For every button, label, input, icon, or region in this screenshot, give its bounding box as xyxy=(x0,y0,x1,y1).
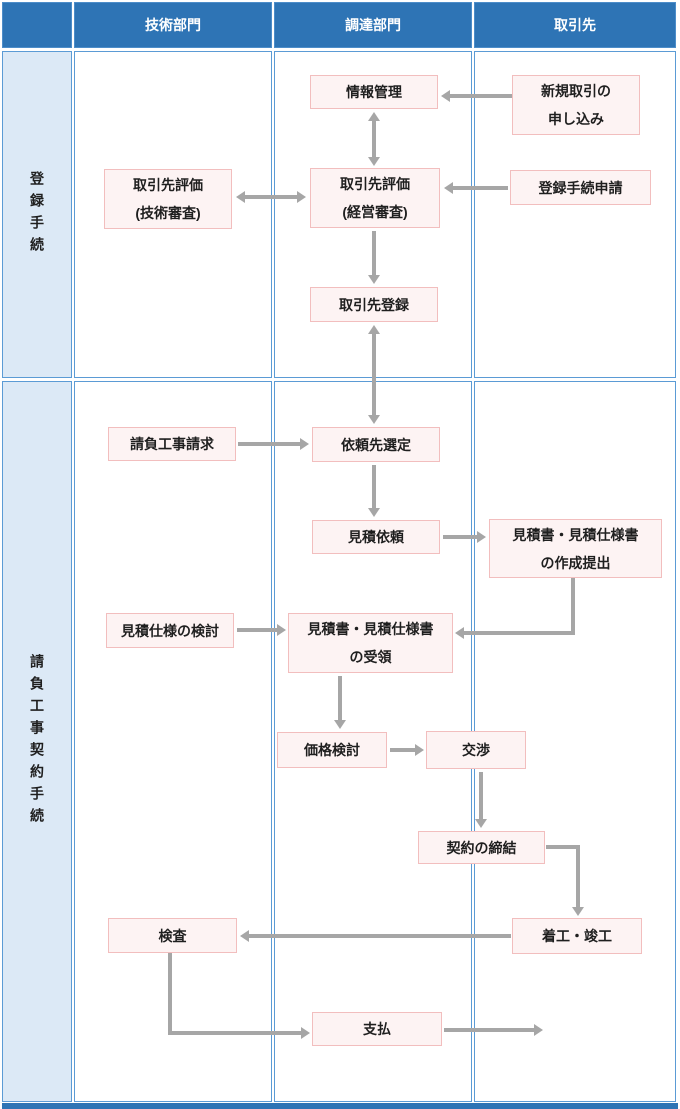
node-inspection: 検査 xyxy=(108,918,237,953)
arrow-work-request-to-selection-head xyxy=(300,438,309,450)
arrow-info-eval-double-head-down xyxy=(368,157,380,166)
arrow-contract-to-construction-horizontal-shaft xyxy=(546,845,580,849)
header-supplier: 取引先 xyxy=(474,2,676,48)
arrow-payment-out-shaft xyxy=(444,1028,534,1032)
arrow-info-eval-double-head-up xyxy=(368,112,380,121)
node-quotation-spec-review: 見積仕様の検討 xyxy=(106,613,234,648)
arrow-price-to-negotiation-shaft xyxy=(390,748,415,752)
arrow-receipt-to-price-shaft xyxy=(338,676,342,720)
arrow-supplier-reg-selection-head-down xyxy=(368,415,380,424)
arrow-construction-to-inspection-shaft xyxy=(249,934,511,938)
header-procurement-department: 調達部門 xyxy=(274,2,472,48)
arrow-prep-to-receipt-head xyxy=(455,627,464,639)
row-label-registration-procedure-text: 登録手続 xyxy=(29,170,45,259)
arrow-inspection-to-payment-head xyxy=(301,1027,310,1039)
node-new-transaction-application: 新規取引の 申し込み xyxy=(512,75,640,135)
node-contract-conclusion: 契約の締結 xyxy=(418,831,545,864)
arrow-negotiation-to-contract-shaft xyxy=(479,772,483,819)
header-technical-department: 技術部門 xyxy=(74,2,272,48)
arrow-selection-to-quote-request-shaft xyxy=(372,465,376,508)
node-contractor-selection: 依頼先選定 xyxy=(312,427,440,462)
node-price-review: 価格検討 xyxy=(277,732,387,768)
arrow-reg-application-to-eval-head xyxy=(444,182,453,194)
arrow-price-to-negotiation-head xyxy=(415,744,424,756)
node-construction-start-completion: 着工・竣工 xyxy=(512,918,642,954)
arrow-spec-review-to-receipt-shaft xyxy=(237,628,277,632)
arrow-inspection-to-payment-vertical-shaft xyxy=(168,953,172,1035)
arrow-selection-to-quote-request-head xyxy=(368,508,380,517)
arrow-construction-to-inspection-head xyxy=(240,930,249,942)
node-supplier-evaluation-management: 取引先評価 (経営審査) xyxy=(310,168,440,228)
arrow-supplier-reg-selection-head-up xyxy=(368,325,380,334)
row-label-contract-work-procedure-text: 請負工事契約手続 xyxy=(29,653,45,830)
node-quotation-preparation-submission: 見積書・見積仕様書 の作成提出 xyxy=(489,519,662,578)
arrow-quote-request-to-prep-head xyxy=(477,531,486,543)
arrow-eval-to-supplier-reg-head xyxy=(368,275,380,284)
arrow-info-eval-double-shaft xyxy=(372,120,376,158)
arrow-contract-to-construction-head xyxy=(572,907,584,916)
row-label-registration-procedure: 登録手続 xyxy=(2,51,72,378)
header-technical-department-label: 技術部門 xyxy=(145,17,201,33)
bottom-border-bar xyxy=(2,1103,678,1109)
arrow-reg-application-to-eval-shaft xyxy=(453,186,508,190)
header-supplier-label: 取引先 xyxy=(554,17,596,33)
arrow-eval-to-supplier-reg-shaft xyxy=(372,231,376,275)
arrow-prep-to-receipt-horizontal-shaft xyxy=(464,631,575,635)
header-procurement-department-label: 調達部門 xyxy=(345,17,401,33)
arrow-spec-review-to-receipt-head xyxy=(277,624,286,636)
arrow-quote-request-to-prep-shaft xyxy=(443,535,477,539)
arrow-work-request-to-selection-shaft xyxy=(238,442,300,446)
arrow-eval-tech-eval-mgmt-head-left xyxy=(236,191,245,203)
arrow-negotiation-to-contract-head xyxy=(475,819,487,828)
arrow-receipt-to-price-head xyxy=(334,720,346,729)
node-supplier-registration: 取引先登録 xyxy=(310,287,438,322)
header-corner-cell xyxy=(2,2,72,48)
row-label-contract-work-procedure: 請負工事契約手続 xyxy=(2,381,72,1102)
lane-contract-technical xyxy=(74,381,272,1102)
arrow-contract-to-construction-vertical-shaft xyxy=(576,845,580,907)
node-quotation-request: 見積依頼 xyxy=(312,520,440,554)
node-registration-application: 登録手続申請 xyxy=(510,170,651,205)
arrow-new-transaction-to-info-head xyxy=(441,90,450,102)
arrow-inspection-to-payment-horizontal-shaft xyxy=(168,1031,301,1035)
node-payment: 支払 xyxy=(312,1012,442,1046)
arrow-prep-to-receipt-vertical-shaft xyxy=(571,578,575,635)
arrow-eval-tech-eval-mgmt-head-right xyxy=(297,191,306,203)
node-quotation-receipt: 見積書・見積仕様書 の受領 xyxy=(288,613,453,673)
arrow-supplier-reg-selection-shaft xyxy=(372,333,376,416)
arrow-new-transaction-to-info-shaft xyxy=(450,94,512,98)
arrow-eval-tech-eval-mgmt-shaft xyxy=(244,195,298,199)
node-supplier-evaluation-technical: 取引先評価 (技術審査) xyxy=(104,169,232,229)
node-contract-work-request: 請負工事請求 xyxy=(108,427,236,461)
arrow-payment-out-head xyxy=(534,1024,543,1036)
node-negotiation: 交渉 xyxy=(426,731,526,769)
node-information-management: 情報管理 xyxy=(310,75,438,109)
